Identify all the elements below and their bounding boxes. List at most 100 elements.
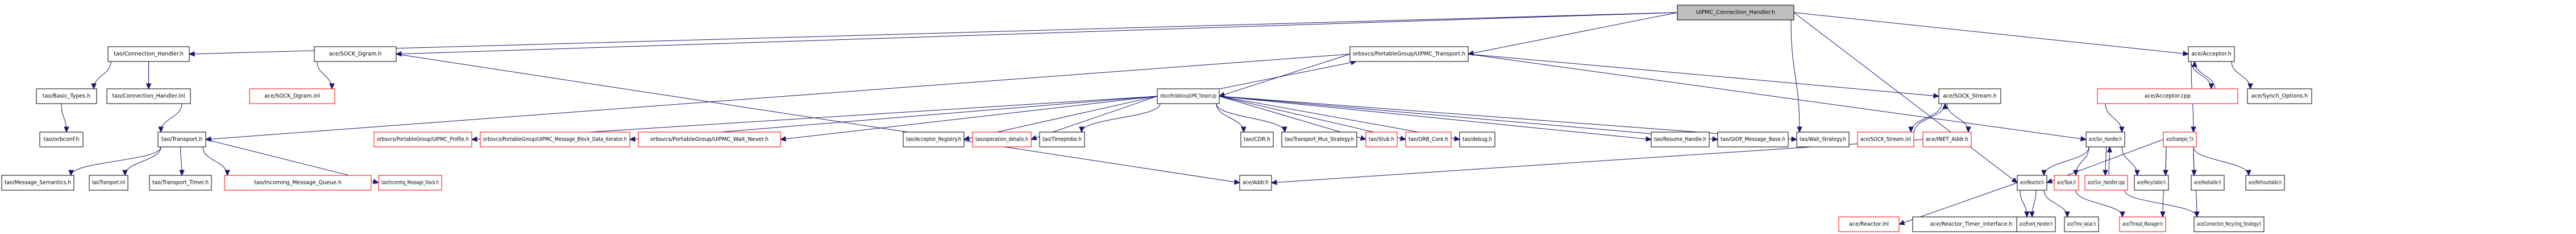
edge-basic-types-to-orbconf bbox=[61, 103, 69, 133]
arrow-head-icon bbox=[1791, 136, 1798, 142]
edge-task-to-thread-manager bbox=[2075, 190, 2125, 218]
node-svc-handler-h[interactable]: ace/Svc_Handler.h bbox=[2085, 132, 2125, 147]
node-orbconf[interactable]: tao/orbconf.h bbox=[39, 132, 84, 147]
node-orb-core[interactable]: tao/ORB_Core.h bbox=[1405, 132, 1452, 147]
node-label: orbsvcs/PortableGroup/UIPMC_Transport.h bbox=[1353, 51, 1465, 58]
edge-line bbox=[1219, 54, 1351, 97]
edge-line bbox=[2105, 103, 2122, 133]
node-resume-handle[interactable]: tao/Resume_Handle.h bbox=[1651, 132, 1710, 147]
edge-root-to-acceptor-h bbox=[1793, 12, 2189, 56]
arrow-head-icon bbox=[2029, 211, 2035, 218]
node-box bbox=[2134, 175, 2169, 191]
nodes-layer: UIPMC_Connection_Handler.h tao/Connection… bbox=[1, 5, 2312, 232]
node-thread-manager[interactable]: ace/Thread_Manager.h bbox=[2119, 216, 2166, 232]
node-inet-addr[interactable]: ace/INET_Addr.h bbox=[1922, 132, 1972, 147]
node-debug[interactable]: tao/debug.h bbox=[1459, 132, 1495, 147]
arrow-head-icon bbox=[1646, 136, 1652, 142]
node-wait-strategy[interactable]: tao/Wait_Strategy.h bbox=[1796, 132, 1850, 147]
node-transport-inl[interactable]: tao/Transport.inl bbox=[89, 175, 128, 191]
node-label: tao/orbconf.h bbox=[43, 137, 79, 143]
node-uipmc-transport-h[interactable]: orbsvcs/PortableGroup/UIPMC_Transport.h bbox=[1349, 46, 1469, 62]
node-time-value[interactable]: ace/Time_Value.h bbox=[2064, 216, 2099, 232]
arrow-head-icon bbox=[225, 170, 230, 176]
arrow-head-icon bbox=[1966, 126, 1971, 133]
node-transport-timer[interactable]: tao/Transport_Timer.h bbox=[149, 175, 212, 191]
arrow-head-icon bbox=[329, 83, 335, 90]
node-uipmc-wait-never[interactable]: orbsvcs/PortableGroup/UIPMC_Wait_Never.h bbox=[638, 132, 781, 147]
node-conn-inl[interactable]: tao/Connection_Handler.inl bbox=[106, 88, 191, 104]
node-uipmc-mbdi[interactable]: orbsvcs/PortableGroup/UIPMC_Message_Bloc… bbox=[480, 132, 630, 147]
node-operation-details[interactable]: tao/operation_details.h bbox=[972, 132, 1032, 147]
arrow-head-icon bbox=[2194, 211, 2200, 218]
node-event-handler[interactable]: ace/Event_Handler.h bbox=[2016, 216, 2056, 232]
edge-sockstream-h-to-sockstream-inl bbox=[1908, 103, 1942, 133]
node-box bbox=[2188, 46, 2235, 62]
node-reactor-inl[interactable]: ace/Reactor.inl bbox=[1838, 216, 1900, 232]
node-label: ace/Addr.h bbox=[1243, 180, 1269, 186]
node-imq[interactable]: tao/Incoming_Message_Queue.h bbox=[224, 175, 372, 191]
node-acceptor-cpp[interactable]: ace/Acceptor.cpp bbox=[2097, 88, 2238, 104]
node-recyclable[interactable]: ace/Recyclable.h bbox=[2134, 175, 2169, 191]
node-synch-options[interactable]: ace/Synch_Options.h bbox=[2247, 88, 2312, 104]
node-box bbox=[378, 175, 442, 191]
node-label: tao/Basic_Types.h bbox=[43, 93, 90, 100]
arrow-head-icon bbox=[91, 83, 97, 90]
node-reactor-h[interactable]: ace/Reactor.h bbox=[2017, 175, 2047, 191]
edge-transport-h-to-msg-semantics bbox=[68, 146, 161, 176]
node-acceptor-registry[interactable]: tao/Acceptor_Registry.h bbox=[903, 132, 965, 147]
node-root[interactable]: UIPMC_Connection_Handler.h bbox=[1677, 5, 1794, 20]
node-hashable[interactable]: ace/Hashable.h bbox=[2191, 175, 2225, 191]
edge-line bbox=[1219, 96, 1652, 140]
node-svc-handler-cpp[interactable]: ace/Svc_Handler.cpp bbox=[2084, 175, 2128, 191]
edge-conn-h-to-conn-inl bbox=[146, 61, 152, 90]
node-strategies-t[interactable]: ace/Strategies_T.h bbox=[2163, 132, 2197, 147]
node-box bbox=[1, 175, 74, 191]
node-giop-mb[interactable]: tao/GIOP_Message_Base.h bbox=[1717, 132, 1789, 147]
node-cdr[interactable]: tao/CDR.h bbox=[1240, 132, 1274, 147]
edge-sockdgram-h-to-sockdgram-inl bbox=[317, 61, 335, 90]
node-sockstream-inl[interactable]: ace/SOCK_Stream.inl bbox=[1857, 132, 1914, 147]
arrow-head-icon bbox=[629, 136, 635, 142]
edge-line bbox=[1219, 61, 1357, 89]
node-addr[interactable]: ace/Addr.h bbox=[1239, 175, 1272, 191]
arrow-head-icon bbox=[1270, 179, 1277, 186]
node-uipmc-profile[interactable]: orbsvcs/PortableGroup/UIPMC_Profile.h bbox=[373, 132, 472, 147]
node-label: ace/Reactor.inl bbox=[1849, 221, 1889, 228]
node-label: tao/GIOP_Message_Base.h bbox=[1721, 137, 1785, 143]
node-task[interactable]: ace/Task.h bbox=[2054, 175, 2079, 191]
node-timeprobe[interactable]: tao/Timeprobe.h bbox=[1039, 132, 1085, 147]
node-label: orbsvcs/PortableGroup/UIPMC_Wait_Never.h bbox=[650, 137, 768, 143]
arrow-head-icon bbox=[1898, 220, 1905, 225]
node-box bbox=[2191, 175, 2225, 191]
node-sockdgram-inl[interactable]: ace/SOCK_Dgram.inl bbox=[249, 88, 335, 104]
edge-line bbox=[189, 12, 1678, 55]
node-refcountable[interactable]: ace/Refcountable.h bbox=[2245, 175, 2285, 191]
node-sockstream-h[interactable]: ace/SOCK_Stream.h bbox=[1938, 88, 2001, 104]
arrow-head-icon bbox=[2247, 83, 2253, 90]
node-box bbox=[2245, 175, 2285, 191]
node-ims[interactable]: tao/Incoming_Message_Stack.h bbox=[378, 175, 442, 191]
node-crs[interactable]: ace/Connection_Recycling_Strategy.h bbox=[2193, 216, 2265, 232]
node-tms[interactable]: tao/Transport_Mux_Strategy.h bbox=[1281, 132, 1357, 147]
arrow-head-icon bbox=[2103, 170, 2108, 176]
node-msg-semantics[interactable]: tao/Message_Semantics.h bbox=[1, 175, 74, 191]
node-box bbox=[36, 88, 97, 104]
edge-acceptor-h-to-synch-options bbox=[2231, 61, 2253, 90]
arrow-head-icon bbox=[2106, 146, 2113, 153]
node-box bbox=[39, 132, 84, 147]
arrow-head-icon bbox=[2160, 211, 2166, 218]
arrow-head-icon bbox=[2064, 211, 2070, 218]
node-reactor-timer[interactable]: ace/Reactor_Timer_Interface.h bbox=[1912, 216, 2030, 232]
node-transport-h[interactable]: tao/Transport.h bbox=[157, 132, 206, 147]
edge-line bbox=[780, 96, 1158, 140]
node-box bbox=[2085, 132, 2125, 147]
node-sockdgram-h[interactable]: ace/SOCK_Dgram.h bbox=[314, 46, 397, 62]
node-basic-types[interactable]: tao/Basic_Types.h bbox=[36, 88, 97, 104]
node-uipmc-transport-cpp[interactable]: orbsvcs/PortableGroup/UIPMC_Transport.cp… bbox=[1157, 88, 1220, 104]
node-label: ace/Recyclable.h bbox=[2137, 180, 2166, 186]
node-acceptor-h[interactable]: ace/Acceptor.h bbox=[2188, 46, 2235, 62]
arrow-head-icon bbox=[1908, 126, 1914, 133]
node-stub[interactable]: tao/Stub.h bbox=[1365, 132, 1398, 147]
node-box bbox=[1157, 88, 1220, 104]
node-conn-h[interactable]: tao/Connection_Handler.h bbox=[107, 46, 190, 62]
